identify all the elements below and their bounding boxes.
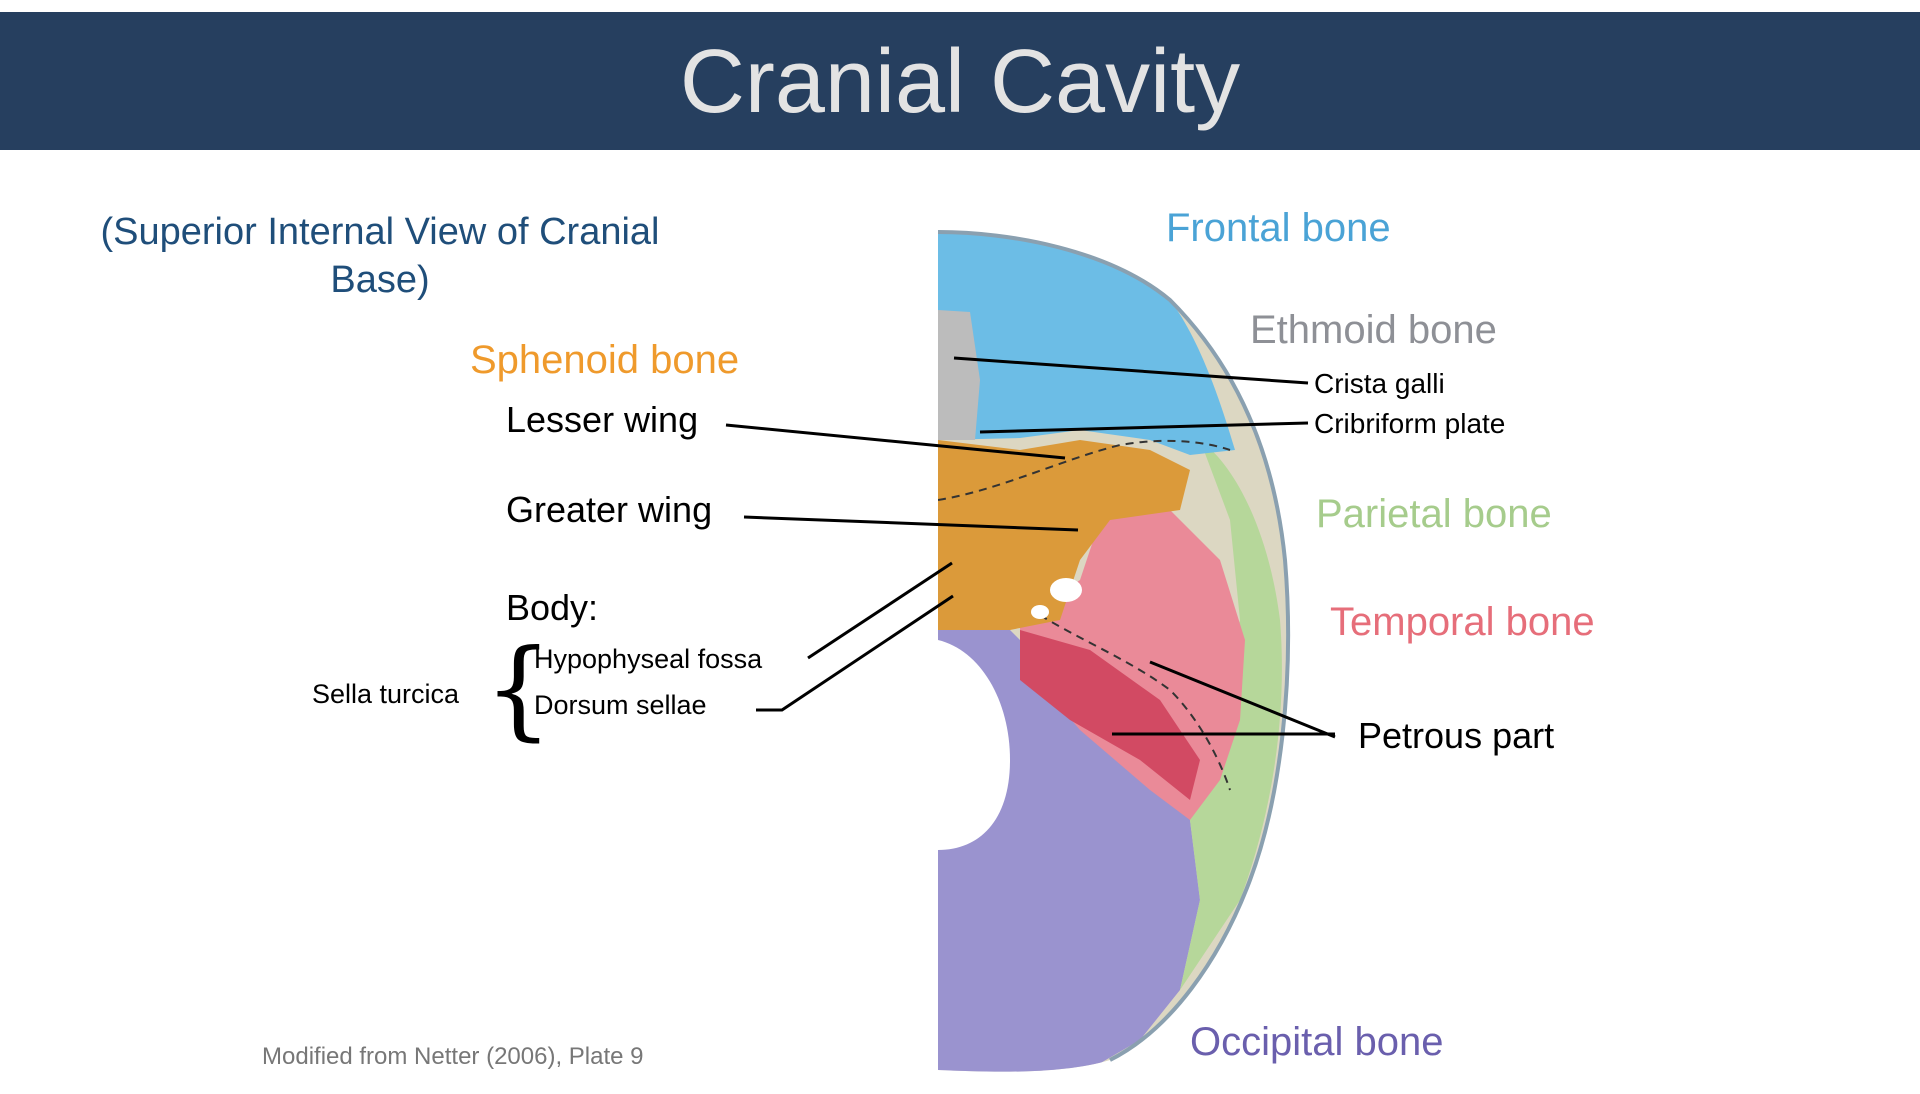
occipital-bone-label: Occipital bone [1190,1020,1444,1064]
ethmoid-region [938,310,980,440]
hypophyseal-fossa-label: Hypophyseal fossa [534,644,763,674]
view-subtitle: (Superior Internal View of Cranial Base) [100,211,660,301]
parietal-bone-label: Parietal bone [1316,492,1552,536]
title-bar: Cranial Cavity [0,12,1920,150]
hypophyseal-fossa-leader [807,561,953,660]
petrous-part-label: Petrous part [1358,715,1555,756]
lesser-wing-leader [725,423,1066,460]
lesser-wing-label: Lesser wing [506,399,699,440]
sella-turcica-brace: { [484,627,553,752]
petrous-region [1020,630,1200,800]
cribriform-plate-leader [979,421,1309,434]
sella-turcica-label: Sella turcica [312,679,460,709]
body-label: Body: [506,587,599,628]
page-title: Cranial Cavity [679,32,1241,132]
foramen-magnum [938,640,1010,850]
greater-wing-leader [743,515,1079,532]
leader-lines [725,356,1336,739]
dorsum-sellae-label: Dorsum sellae [534,690,707,720]
crista-galli-label: Crista galli [1314,368,1445,399]
greater-wing-label: Greater wing [506,489,713,530]
crista-galli-leader [953,356,1309,385]
sphenoid-region [938,440,1190,630]
dorsum-sellae-leader [756,594,954,712]
temporal-bone-label: Temporal bone [1330,600,1595,644]
petrous-leader-upper [1149,660,1336,739]
frontal-bone-label: Frontal bone [1166,206,1391,250]
cribriform-plate-label: Cribriform plate [1314,408,1506,439]
sphenoid-bone-label: Sphenoid bone [470,338,740,382]
ethmoid-bone-label: Ethmoid bone [1250,308,1497,352]
source-credit: Modified from Netter (2006), Plate 9 [262,1043,644,1070]
frontal-region [938,232,1235,455]
